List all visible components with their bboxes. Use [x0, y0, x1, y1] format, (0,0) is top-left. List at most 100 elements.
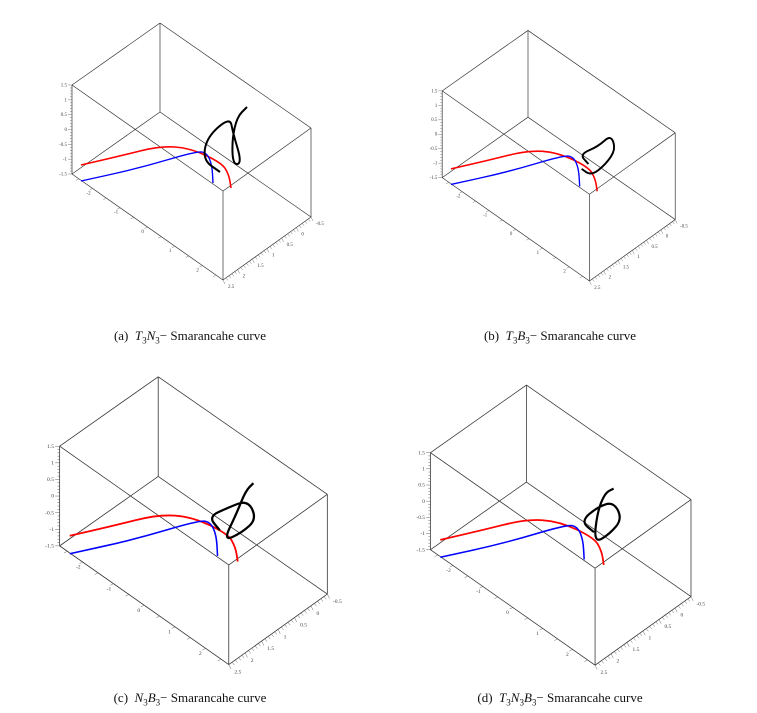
caption-math-symbol: T — [505, 328, 513, 343]
y-axis-tick — [281, 237, 284, 243]
plot-area: 1.510.50-0.5-1-1.5-2-10122.521.510.50-0.… — [59, 22, 324, 290]
y-tick-label: 0 — [301, 233, 304, 238]
y-tick-label: 0 — [316, 611, 319, 617]
y-axis-tick — [675, 219, 678, 224]
y-axis-tick — [281, 626, 284, 630]
y-axis-tick — [655, 621, 659, 625]
x-tick-label: -1 — [114, 211, 119, 216]
y-tick-label: 0.5 — [652, 245, 659, 250]
y-axis-tick — [639, 633, 643, 637]
x-axis-tick — [213, 275, 217, 277]
y-tick-label: 1 — [648, 636, 651, 642]
x-axis-tick — [156, 615, 160, 618]
y-axis-tick — [665, 614, 668, 618]
z-tick-label: 1.5 — [61, 84, 68, 89]
caption-b: (b) T3B3− Smarancahe curve — [484, 328, 636, 346]
y-axis-tick — [637, 246, 641, 249]
y-axis-tick — [658, 619, 662, 624]
z-tick-label: 0 — [51, 494, 54, 500]
x-axis-tick — [524, 617, 528, 620]
x-axis-tick — [486, 210, 490, 213]
bounding-box-edge — [228, 494, 328, 566]
y-axis-tick — [284, 624, 288, 628]
y-axis-tick — [251, 647, 255, 652]
y-axis-tick — [264, 638, 268, 642]
y-axis-tick — [612, 264, 615, 268]
caption-math-symbol: N — [134, 690, 144, 705]
caption-text: − Smarancahe curve — [159, 328, 267, 343]
x-axis-tick — [140, 605, 145, 608]
y-axis-tick — [284, 235, 287, 239]
y-axis-tick — [620, 258, 623, 262]
x-tick-label: 0 — [141, 230, 144, 235]
x-tick-label: 1 — [168, 629, 171, 635]
x-axis-tick — [94, 572, 99, 575]
x-axis-tick — [103, 197, 107, 200]
y-axis-tick — [640, 244, 644, 247]
caption-math-symbol: T — [134, 328, 143, 343]
y-axis-tick — [300, 612, 304, 616]
y-axis-tick — [635, 248, 638, 251]
y-axis-tick — [296, 227, 299, 232]
y-axis-tick — [597, 274, 601, 278]
y-axis-tick — [317, 600, 320, 605]
y-axis-tick — [603, 270, 606, 275]
y-axis-tick — [291, 619, 294, 623]
blue-curve — [450, 155, 581, 187]
y-axis-tick — [646, 239, 649, 245]
y-tick-label: 0.5 — [300, 623, 307, 629]
y-tick-label: 2 — [251, 658, 254, 664]
z-tick-label: 0.5 — [61, 113, 68, 118]
y-axis-tick — [320, 598, 324, 602]
caption-text: − Smarancahe curve — [160, 690, 267, 705]
y-axis-tick — [249, 260, 252, 264]
x-axis-tick — [217, 659, 222, 662]
x-tick-label: -2 — [76, 565, 81, 571]
y-axis-tick — [652, 235, 655, 239]
x-tick-label: -1 — [483, 213, 488, 218]
y-axis-tick — [604, 658, 608, 662]
x-tick-label: 0 — [137, 608, 140, 614]
bounding-box-edge — [526, 384, 692, 500]
bounding-box-edge — [442, 30, 529, 92]
y-axis-tick — [269, 246, 273, 250]
x-axis-tick — [445, 182, 449, 184]
bounding-box-edge — [594, 499, 692, 569]
smarandache-curve — [211, 482, 256, 540]
y-axis-tick — [255, 256, 258, 260]
caption-math-subscript: 3 — [155, 697, 161, 708]
x-tick-label: -2 — [87, 191, 92, 196]
y-axis-tick — [589, 280, 592, 285]
x-axis-tick — [566, 266, 570, 269]
y-axis-tick — [669, 223, 672, 227]
x-tick-label: 2 — [199, 651, 202, 657]
y-axis-tick — [327, 593, 330, 599]
red-curve — [69, 514, 239, 562]
bounding-box-edge — [71, 84, 224, 192]
caption-math-subscript: 3 — [512, 335, 518, 346]
x-axis-tick — [584, 659, 588, 662]
y-axis-tick — [623, 644, 627, 648]
x-axis-tick — [109, 583, 114, 586]
caption-d: (d) T3N3B3− Smarancahe curve — [477, 690, 642, 708]
plot-area: 1.510.50-0.5-1-1.5-2-10122.521.510.50-0.… — [430, 30, 688, 291]
y-axis-tick — [307, 608, 311, 612]
x-axis-tick — [171, 626, 176, 629]
y-axis-tick — [630, 639, 633, 643]
y-axis-tick — [263, 250, 267, 254]
x-tick-label: 2 — [196, 268, 199, 273]
bounding-box-edge — [442, 90, 590, 195]
x-axis-tick — [158, 236, 162, 239]
x-axis-tick — [434, 554, 439, 557]
caption-math-symbol: N — [146, 328, 156, 343]
y-axis-tick — [323, 596, 327, 600]
y-tick-label: 0 — [680, 613, 683, 619]
y-axis-tick — [307, 218, 311, 222]
x-tick-label: -1 — [476, 589, 481, 595]
caption-math-subscript: 3 — [143, 697, 148, 708]
y-axis-tick — [614, 651, 617, 655]
y-axis-tick — [690, 596, 694, 601]
y-tick-label: 1.5 — [632, 647, 639, 653]
